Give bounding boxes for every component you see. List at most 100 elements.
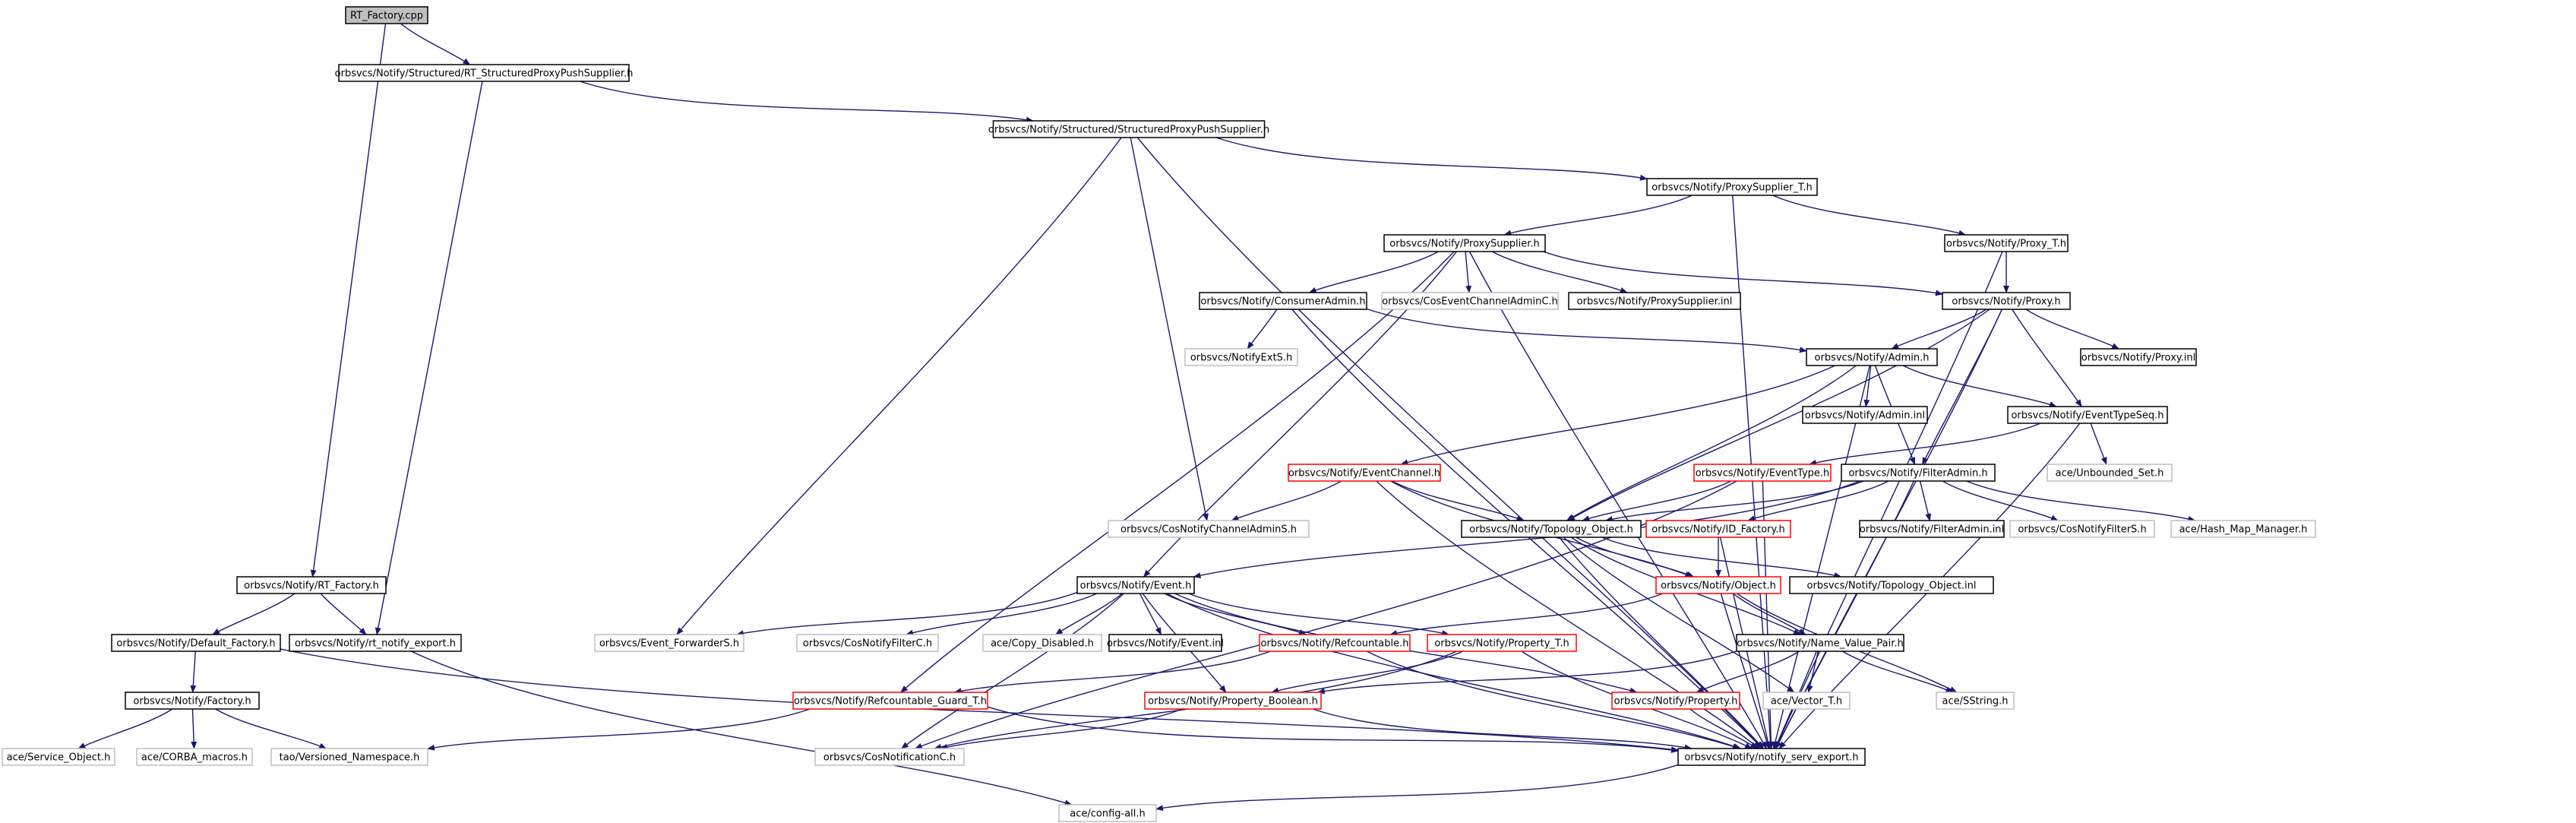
file-node-object-h[interactable]: orbsvcs/Notify/Object.h [1655, 576, 1781, 594]
include-arrow [1689, 708, 1759, 749]
include-edge [191, 708, 198, 749]
file-node-box [1762, 692, 1851, 710]
include-edge [1567, 309, 1990, 521]
file-node-proxy-supplier-inl[interactable]: orbsvcs/Notify/ProxySupplier.inl [1568, 292, 1741, 310]
file-node-label: orbsvcs/Notify/Factory.h [133, 696, 251, 707]
file-node-box [136, 748, 253, 766]
file-node-box [796, 634, 939, 652]
file-node-name-value-pair-h[interactable]: orbsvcs/Notify/Name_Value_Pair.h [1736, 634, 1904, 652]
include-edge [1775, 251, 2003, 749]
include-edge [900, 251, 1455, 693]
file-node-property-t-h[interactable]: orbsvcs/Notify/Property_T.h [1427, 634, 1577, 652]
file-node-box [982, 634, 1102, 652]
include-edge [1400, 365, 1835, 466]
include-edge [1775, 480, 1914, 749]
file-node-label: orbsvcs/Notify/ProxySupplier.inl [1577, 296, 1733, 308]
file-node-event-type-seq-h[interactable]: orbsvcs/Notify/EventTypeSeq.h [2007, 406, 2168, 424]
include-arrow [579, 81, 1034, 123]
include-arrow [1842, 650, 1954, 693]
file-node-admin-h[interactable]: orbsvcs/Notify/Admin.h [1806, 348, 1938, 366]
include-arrow [1772, 195, 1967, 236]
include-edge [900, 593, 1124, 749]
file-node-proxy-h[interactable]: orbsvcs/Notify/Proxy.h [1942, 292, 2071, 310]
file-node-proxy-supplier-t-h[interactable]: orbsvcs/Notify/ProxySupplier_T.h [1646, 178, 1818, 196]
file-node-box [1645, 520, 1791, 538]
file-node-box [236, 576, 387, 594]
file-node-proxy-inl[interactable]: orbsvcs/Notify/Proxy.inl [2080, 348, 2197, 366]
include-arrow [1808, 423, 2041, 466]
file-node-label: orbsvcs/CosEventChannelAdminC.h [1382, 296, 1558, 308]
include-edge [1231, 480, 1342, 521]
file-node-factory-h[interactable]: orbsvcs/Notify/Factory.h [125, 692, 260, 710]
file-node-property-h[interactable]: orbsvcs/Notify/Property.h [1611, 692, 1740, 710]
include-edge [1732, 593, 1806, 635]
file-node-rt-factory-cpp[interactable]: RT_Factory.cpp [345, 6, 428, 24]
include-edge [1696, 650, 1800, 693]
file-node-cos-notify-channel-admin-s-h: orbsvcs/CosNotifyChannelAdminS.h [1108, 520, 1310, 538]
file-node-property-boolean-h[interactable]: orbsvcs/Notify/Property_Boolean.h [1144, 692, 1322, 710]
file-node-id-factory-h[interactable]: orbsvcs/Notify/ID_Factory.h [1645, 520, 1791, 538]
file-node-event-channel-h[interactable]: orbsvcs/Notify/EventChannel.h [1288, 464, 1441, 482]
include-edge [215, 708, 327, 749]
file-node-box [289, 634, 462, 652]
file-node-label: orbsvcs/Notify/Structured/RT_StructuredP… [335, 68, 634, 80]
file-node-notify-ext-s-h: orbsvcs/NotifyExtS.h [1184, 348, 1298, 366]
file-node-label: ace/Copy_Disabled.h [991, 638, 1094, 650]
file-node-topology-object-h[interactable]: orbsvcs/Notify/Topology_Object.h [1461, 520, 1642, 538]
file-node-label: orbsvcs/Notify/Refcountable.h [1260, 638, 1408, 650]
file-node-event-forwarder-s-h: orbsvcs/Event_ForwarderS.h [594, 634, 744, 652]
file-node-box [1802, 406, 1928, 424]
include-arrow [1491, 251, 1628, 293]
file-node-label: orbsvcs/Notify/ProxySupplier.h [1389, 239, 1539, 250]
file-node-consumer-admin-h[interactable]: orbsvcs/Notify/ConsumerAdmin.h [1199, 292, 1367, 310]
file-node-label: tao/Versioned_Namespace.h [280, 752, 420, 764]
file-node-refcountable-guard-t-h[interactable]: orbsvcs/Notify/Refcountable_Guard_T.h [792, 692, 988, 710]
file-node-box [1288, 464, 1441, 482]
file-node-event-inl[interactable]: orbsvcs/Notify/Event.inl [1107, 634, 1224, 652]
include-edge [190, 650, 197, 693]
file-node-notify-serv-export-h[interactable]: orbsvcs/Notify/notify_serv_export.h [1677, 748, 1866, 766]
file-node-event-type-h[interactable]: orbsvcs/Notify/EventType.h [1693, 464, 1832, 482]
file-node-default-factory-h[interactable]: orbsvcs/Notify/Default_Factory.h [111, 634, 281, 652]
include-arrow [1559, 537, 1765, 749]
file-node-label: orbsvcs/Notify/Event.h [1080, 581, 1192, 592]
file-node-rt-notify-export-h[interactable]: orbsvcs/Notify/rt_notify_export.h [289, 634, 462, 652]
file-node-filter-admin-inl[interactable]: orbsvcs/Notify/FilterAdmin.inl [1859, 520, 2005, 538]
file-node-box [2009, 520, 2155, 538]
include-edge [1689, 708, 1759, 749]
file-node-label: orbsvcs/Notify/EventChannel.h [1288, 468, 1440, 480]
file-node-label: ace/Hash_Map_Manager.h [2179, 524, 2308, 536]
include-arrow [735, 591, 1078, 637]
file-node-label: orbsvcs/Notify/Name_Value_Pair.h [1737, 638, 1904, 650]
file-node-box [1058, 804, 1157, 822]
file-node-refcountable-h[interactable]: orbsvcs/Notify/Refcountable.h [1259, 634, 1411, 652]
include-arrow [280, 648, 1679, 753]
include-arrow [77, 708, 173, 749]
file-node-label: orbsvcs/Notify/Event.inl [1107, 638, 1224, 650]
include-arrow [1966, 480, 2196, 522]
include-arrow [411, 650, 1073, 806]
file-node-event-h[interactable]: orbsvcs/Notify/Event.h [1076, 576, 1195, 594]
file-node-rt-structured-proxy-push-supplier-h[interactable]: orbsvcs/Notify/Structured/RT_StructuredP… [335, 64, 634, 82]
include-arrow [1891, 309, 1987, 350]
include-arrow [1139, 593, 1162, 635]
file-node-admin-inl[interactable]: orbsvcs/Notify/Admin.inl [1802, 406, 1928, 424]
file-node-filter-admin-h[interactable]: orbsvcs/Notify/FilterAdmin.h [1841, 464, 1996, 482]
include-edge [1215, 137, 1648, 181]
file-node-structured-proxy-push-supplier-h[interactable]: orbsvcs/Notify/Structured/StructuredProx… [988, 120, 1269, 138]
file-node-label: orbsvcs/Notify/ID_Factory.h [1651, 524, 1784, 536]
file-node-topology-object-inl[interactable]: orbsvcs/Notify/Topology_Object.inl [1789, 576, 1994, 594]
include-edge [1542, 251, 1943, 296]
file-node-proxy-t-h[interactable]: orbsvcs/Notify/Proxy_T.h [1944, 234, 2069, 252]
include-arrow [1130, 137, 1209, 521]
file-node-label: orbsvcs/CosNotificationC.h [823, 752, 956, 764]
file-node-box [1199, 292, 1367, 310]
include-arrow [1747, 480, 1889, 521]
include-edge [735, 591, 1078, 637]
file-node-proxy-supplier-h[interactable]: orbsvcs/Notify/ProxySupplier.h [1383, 234, 1546, 252]
include-arrow [375, 81, 483, 635]
file-node-label: orbsvcs/NotifyExtS.h [1190, 353, 1292, 364]
file-node-label: orbsvcs/Notify/notify_serv_export.h [1684, 752, 1858, 764]
file-node-rt-factory-h[interactable]: orbsvcs/Notify/RT_Factory.h [236, 576, 387, 594]
